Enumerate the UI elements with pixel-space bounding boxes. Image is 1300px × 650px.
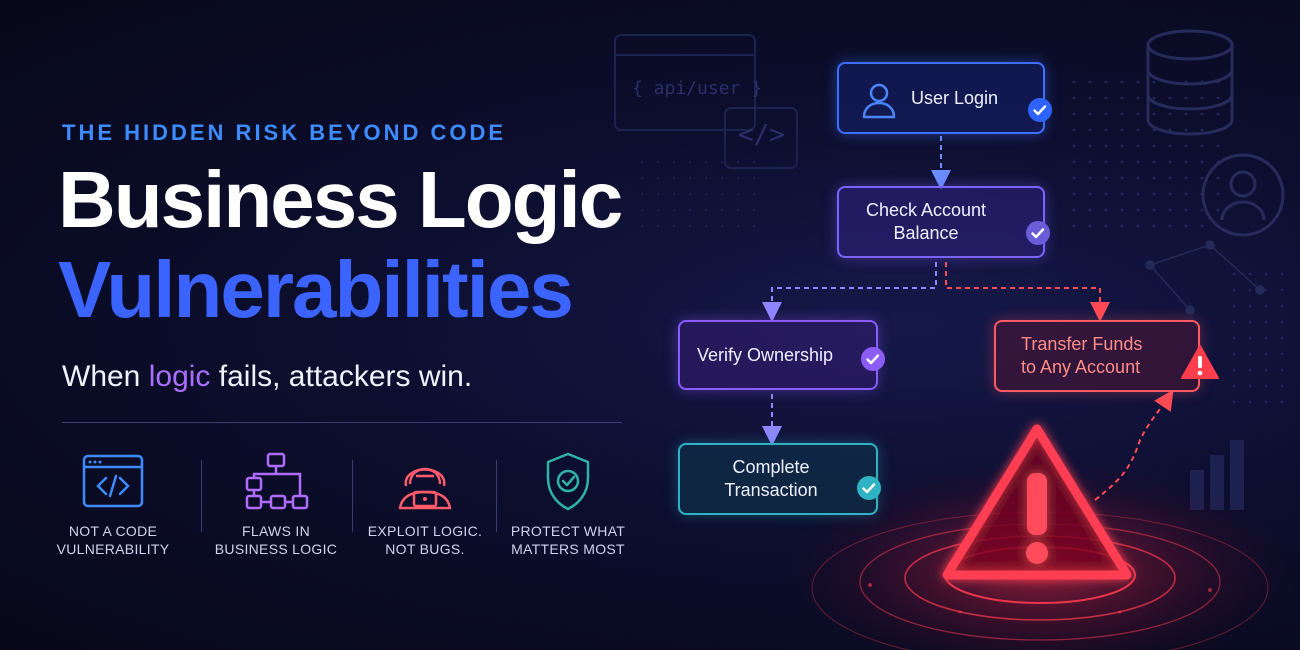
node-label: Verify Ownership [696,344,834,365]
code-window-icon [82,454,144,508]
feature-not-code: NOT A CODE VULNERABILITY [43,452,183,558]
feature-label: PROTECT WHAT MATTERS MOST [510,523,626,557]
feature-flaws: FLAWS IN BUSINESS LOGIC [206,452,346,558]
divider-rule [62,422,622,423]
node-label: Transfer Funds to Any Account [1021,334,1143,377]
check-badge-icon [857,476,881,500]
check-badge-icon [1026,221,1050,245]
tagline: When logic fails, attackers win. [62,360,472,394]
feature-divider [496,460,497,532]
title-line-2: Vulnerabilities [58,245,574,334]
feature-divider [352,460,353,532]
tagline-highlight: logic [148,360,211,393]
node-verify-ownership[interactable]: Verify Ownership [678,320,885,390]
large-warning-icon [942,424,1132,580]
code-decor-text: </> [738,120,785,150]
tagline-pre: When [62,360,149,393]
feature-label: FLAWS IN BUSINESS LOGIC [214,523,338,557]
node-label: Complete Transaction [724,457,818,500]
feature-exploit: EXPLOIT LOGIC. NOT BUGS. [355,452,495,558]
connector-check-transfer [945,262,1110,322]
node-label: User Login [911,87,999,108]
feature-label: NOT A CODE VULNERABILITY [56,523,170,557]
feature-divider [201,460,202,532]
node-transfer-funds[interactable]: Transfer Funds to Any Account [994,320,1219,392]
api-decor-text: { api/user } [632,78,763,99]
warning-icon [1181,345,1219,379]
connector-check-verify [762,262,937,322]
feature-label: EXPLOIT LOGIC. NOT BUGS. [367,523,483,557]
check-badge-icon [1028,98,1052,122]
flowchart-icon [245,452,309,510]
user-icon [862,83,896,119]
node-complete-transaction[interactable]: Complete Transaction [678,443,881,515]
eyebrow-heading: THE HIDDEN RISK BEYOND CODE [62,120,507,145]
connector-warning-transfer [1094,389,1174,501]
shield-check-icon [546,452,590,511]
node-user-login[interactable]: User Login [837,62,1052,134]
hacker-icon [398,467,452,510]
tagline-post: fails, attackers win. [210,360,473,393]
title-line-1: Business Logic [58,155,623,244]
node-label: Check Account Balance [865,200,987,243]
check-badge-icon [861,347,885,371]
node-check-balance[interactable]: Check Account Balance [837,186,1050,258]
feature-protect: PROTECT WHAT MATTERS MOST [498,452,638,558]
